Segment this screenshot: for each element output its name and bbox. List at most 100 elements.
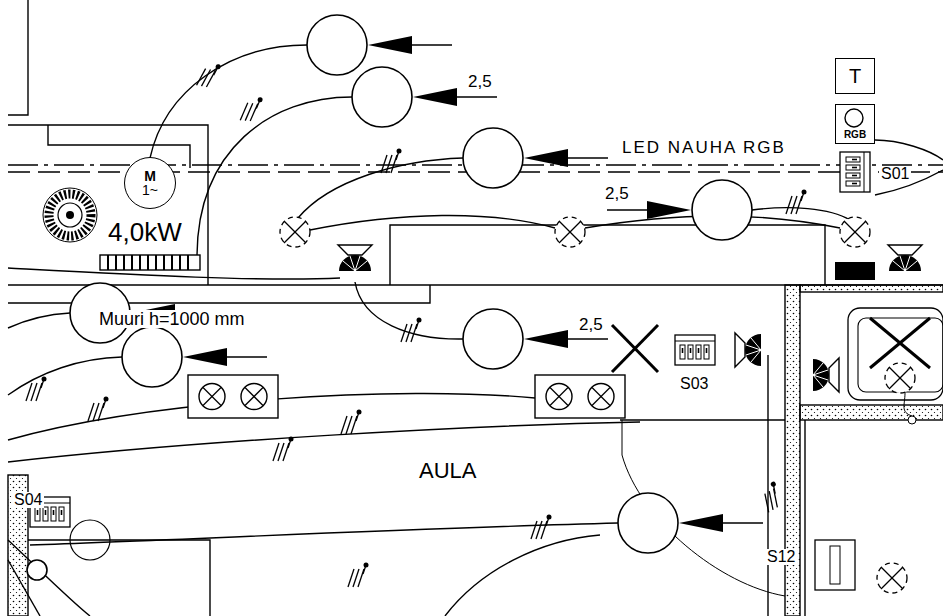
cable-marks-part <box>273 437 294 462</box>
room-name: AULA <box>417 460 478 482</box>
fan-heater-symbol-part <box>66 211 74 219</box>
power-rating: 4,0kW <box>106 219 184 245</box>
walls-part <box>785 285 800 616</box>
switch-group-id: S03 <box>678 376 710 392</box>
speakers <box>338 245 922 392</box>
wires-part <box>310 215 555 230</box>
speakers-part <box>888 245 922 271</box>
cable-marks <box>26 61 807 587</box>
downlights <box>280 217 907 593</box>
speakers-part <box>735 333 761 367</box>
rgb-controller-box: RGB <box>835 104 875 144</box>
indicator-circle-outline <box>845 109 863 127</box>
heater-part <box>100 255 200 270</box>
node-text: T <box>849 66 861 86</box>
luminaires-part <box>463 128 608 188</box>
cable-marks-part <box>531 515 552 540</box>
downlights-part <box>280 217 310 247</box>
misc-symbols-part <box>835 262 875 280</box>
switch-groups-part <box>675 335 715 365</box>
walls-part <box>28 540 210 616</box>
wires-part <box>875 140 943 160</box>
double-lamps-part <box>188 375 278 418</box>
walls-part <box>800 285 943 292</box>
walls-part <box>8 0 28 115</box>
wires-part <box>8 422 640 462</box>
sink-part <box>885 363 915 393</box>
node-text: M <box>144 169 156 183</box>
sink-part <box>848 308 943 400</box>
wall-note: Muuri h=1000 mm <box>97 310 247 328</box>
walls-part <box>48 125 190 168</box>
luminaires-part <box>618 493 763 553</box>
walls-part <box>804 420 805 616</box>
heater <box>100 255 200 270</box>
wires <box>8 45 943 616</box>
misc-symbols-part <box>70 520 110 560</box>
heater-part <box>108 255 188 270</box>
motor-symbol: M1~ <box>124 157 176 209</box>
double-lamps <box>188 375 625 418</box>
walls-part <box>620 419 785 420</box>
wires-part <box>197 97 352 255</box>
switch-group-id: S04 <box>12 492 44 508</box>
cable-marks-part <box>26 377 47 402</box>
indicator-circle <box>836 106 872 130</box>
downlights-part <box>840 217 870 247</box>
wires-part <box>298 158 463 218</box>
wires-part <box>8 540 90 616</box>
misc-symbols-part <box>612 325 658 372</box>
fan-heater-symbol <box>43 188 97 242</box>
sink-part <box>870 318 930 368</box>
fan-heater-symbol-part <box>43 188 97 242</box>
wires-part <box>8 357 122 395</box>
switch-groups <box>30 152 870 527</box>
downlights-part <box>555 217 585 247</box>
wires-part <box>752 208 850 220</box>
speakers-part <box>813 358 839 392</box>
cable-marks-part <box>786 190 807 215</box>
luminaires-part <box>463 309 608 369</box>
misc-symbols-part <box>612 325 658 372</box>
cable-marks-part <box>401 318 422 343</box>
wires-part <box>445 535 600 616</box>
thermostat-box: T <box>835 58 875 94</box>
luminaires-part <box>352 67 497 127</box>
wires-part <box>8 313 70 328</box>
cable-marks-part <box>197 61 221 89</box>
wires-part <box>767 355 768 616</box>
downlights-part <box>877 563 907 593</box>
walls-part <box>800 405 943 420</box>
walls-part <box>390 225 825 285</box>
double-lamps-part <box>535 375 625 418</box>
switch-group-id: S01 <box>879 166 911 182</box>
fan-heater-symbol-part <box>49 194 91 236</box>
cable-marks-part <box>341 410 362 435</box>
device-id: S12 <box>765 549 797 565</box>
sink <box>848 308 943 424</box>
node-text: 1~ <box>142 183 158 197</box>
walls-part <box>8 285 430 303</box>
cable-marks-part <box>348 563 369 588</box>
wires-part <box>30 523 618 545</box>
cable-size: 2,5 <box>466 73 494 90</box>
cable-marks-part <box>756 481 786 512</box>
sink-part <box>904 393 912 416</box>
wires-part <box>150 45 307 158</box>
fan-heater-symbol-part <box>58 203 82 227</box>
node-text: RGB <box>844 130 866 140</box>
speakers-part <box>338 245 372 271</box>
s12-device-part <box>830 546 840 584</box>
strip-label: LED NAUHA RGB <box>620 139 788 156</box>
s12-device <box>815 540 855 590</box>
wires-part <box>355 282 463 339</box>
s12-device-part <box>815 540 855 590</box>
walls <box>8 0 943 616</box>
cable-size: 2,5 <box>603 185 631 202</box>
sink-part <box>908 416 916 424</box>
misc-symbols <box>27 262 875 580</box>
sink-part <box>870 318 930 368</box>
misc-symbols-part <box>27 560 47 580</box>
sink-part <box>858 318 943 392</box>
